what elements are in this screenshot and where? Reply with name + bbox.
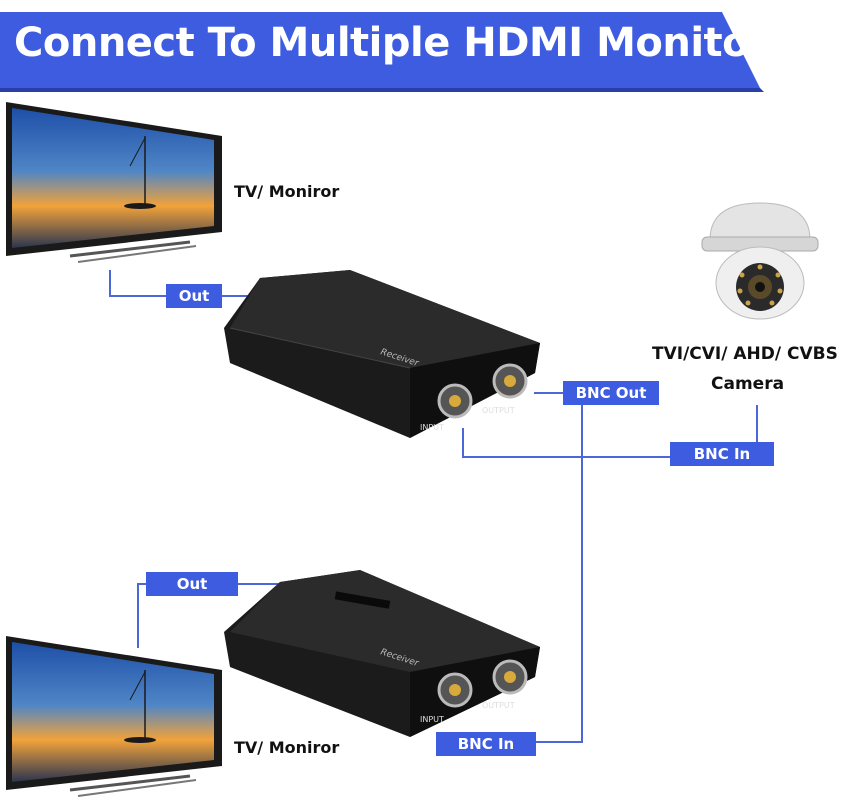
bottom-bnc-in-tag: BNC In xyxy=(436,732,536,756)
tv-monitor-bottom xyxy=(6,636,222,797)
converter-device-bottom: INPUT OUTPUT Receiver xyxy=(224,570,540,737)
top-hdmi-out-tag: Out xyxy=(166,284,222,308)
camera-bnc-in-tag: BNC In xyxy=(670,442,774,466)
top-bnc-out-tag: BNC Out xyxy=(563,381,659,405)
tv-bottom-label: TV/ Moniror xyxy=(234,738,340,757)
dome-camera-icon xyxy=(701,202,819,320)
converter-device-top: INPUT OUTPUT Receiver xyxy=(224,270,540,438)
banner-title: Connect To Multiple HDMI Monitors xyxy=(14,20,792,66)
title-banner xyxy=(0,12,764,92)
device-top-port-output: OUTPUT xyxy=(482,406,515,415)
device-bottom-port-output: OUTPUT xyxy=(482,701,515,710)
camera-label-line1: TVI/CVI/ AHD/ CVBS xyxy=(652,344,838,364)
bottom-hdmi-out-tag: Out xyxy=(146,572,238,596)
camera-label-line2: Camera xyxy=(711,374,785,394)
device-top-port-input: INPUT xyxy=(420,423,444,432)
tv-monitor-top xyxy=(6,102,222,263)
device-bottom-port-input: INPUT xyxy=(420,715,444,724)
tv-top-label: TV/ Moniror xyxy=(234,182,340,201)
